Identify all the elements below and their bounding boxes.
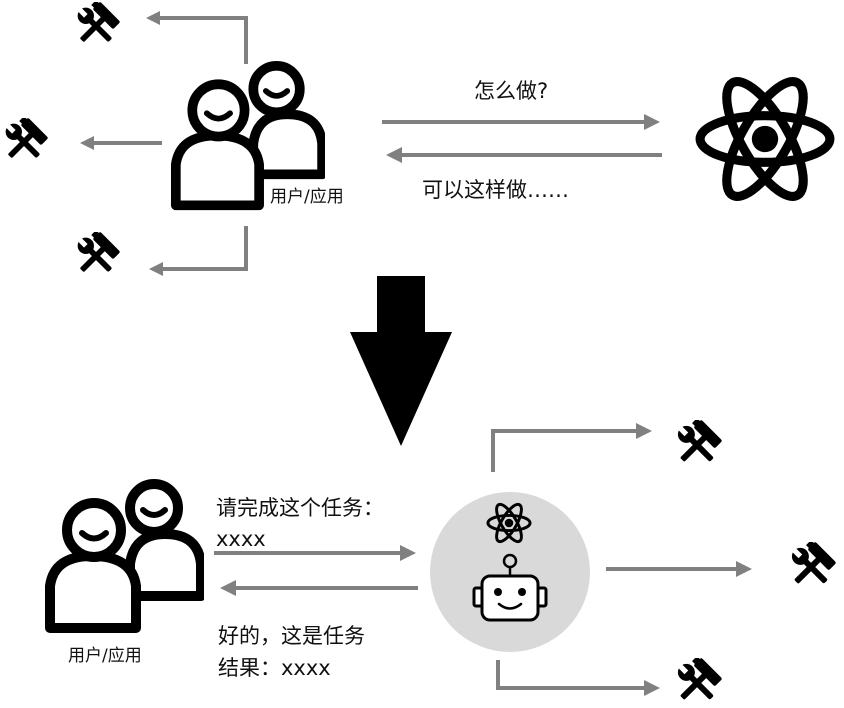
bottom-result-arrowhead (220, 580, 236, 596)
bottom-user-label: 用户/应用 (68, 646, 142, 666)
agent-tool-connector-3 (496, 660, 648, 690)
top-user-group (176, 66, 322, 206)
top-tool-arrowhead-3 (149, 262, 163, 276)
agent-tool-arrowhead-1 (636, 423, 652, 439)
top-tool-arrowhead-1 (146, 11, 160, 25)
agent-node (430, 492, 590, 652)
top-tool-icon-1 (72, 2, 120, 50)
top-tool-icon-2 (0, 118, 48, 166)
top-tool-icon-3 (72, 232, 120, 280)
bottom-result-line1: 好的，这是任务 (218, 624, 365, 648)
top-tool-connector-1 (150, 16, 248, 64)
top-users-icon (176, 66, 322, 206)
agent-tool-arrowhead-3 (644, 680, 660, 696)
top-tool-arrowhead-2 (80, 136, 94, 150)
agent-tool-icon-1 (672, 420, 722, 470)
agent-tool-connector-1 (491, 429, 640, 472)
bottom-request-line2: xxxx (216, 527, 266, 551)
bottom-request-arrowhead (400, 545, 416, 561)
top-tool-connector-3 (155, 226, 248, 271)
bottom-request-line1: 请完成这个任务： (216, 496, 384, 520)
transition-down-arrow (350, 276, 452, 446)
top-answer-label: 可以这样做…… (422, 178, 569, 202)
top-answer-arrowhead (386, 147, 402, 163)
bottom-users-icon (50, 484, 201, 628)
top-ask-label: 怎么做? (474, 79, 549, 103)
agent-tool-icon-3 (672, 658, 722, 708)
top-user-label: 用户/应用 (270, 187, 344, 207)
top-model-atom-icon (700, 71, 830, 207)
agent-tool-arrowhead-2 (736, 561, 752, 577)
top-ask-arrowhead (644, 114, 660, 130)
agent-tool-icon-2 (786, 542, 836, 592)
bottom-result-line2: 结果：xxxx (218, 656, 331, 680)
agent-robot-icon (472, 567, 548, 622)
